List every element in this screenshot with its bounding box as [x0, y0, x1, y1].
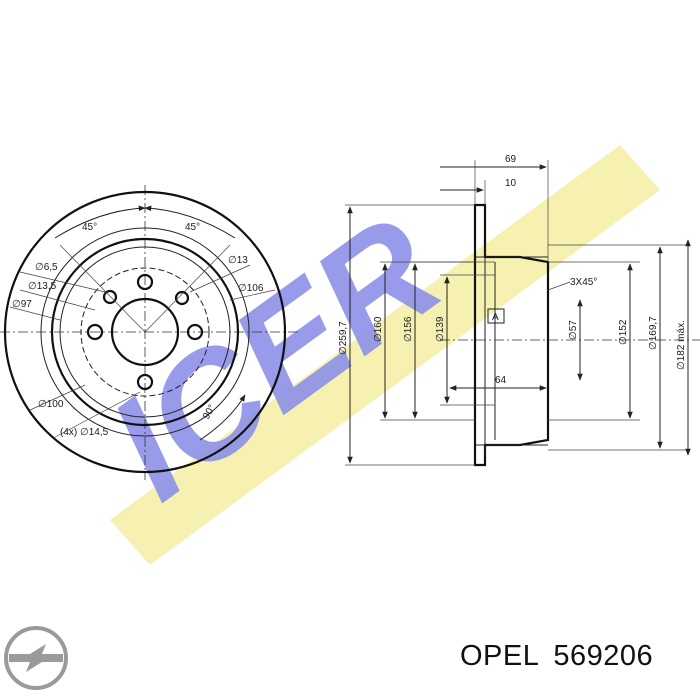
- front-view: 45° 45° 90° ∅6,5 ∅13,5 ∅97 ∅13 ∅106 ∅100…: [0, 185, 300, 480]
- center-bore-circle: [110, 297, 180, 367]
- bolt-holes: [86, 273, 204, 391]
- width-64-label: 64: [495, 375, 507, 386]
- dia-13-5-label: ∅13,5: [28, 281, 57, 292]
- width-10-label: 10: [505, 178, 517, 189]
- part-caption: OPEL 569206: [460, 640, 667, 673]
- dia-57-label: ∅57: [568, 320, 579, 340]
- icer-watermark: ICER: [80, 145, 660, 565]
- dia-259-7-label: ∅259,7: [338, 321, 349, 355]
- friction-ring-circle: [40, 227, 250, 437]
- width-69-label: 69: [505, 154, 517, 165]
- make-label: OPEL: [460, 640, 540, 672]
- disc-profile: [473, 203, 550, 467]
- watermark-text: ICER: [80, 184, 469, 531]
- dia-100-label: ∅100: [38, 399, 64, 410]
- chamfer-label: 3X45°: [570, 277, 597, 288]
- dia-169-7-label: ∅169,7: [648, 316, 659, 350]
- side-view: 69 10 64 3X45° A ∅259,7 ∅160 ∅156 ∅139 ∅…: [338, 154, 700, 467]
- dia-152-label: ∅152: [618, 319, 629, 345]
- dia-156-label: ∅156: [403, 316, 414, 342]
- angle-left-label: 45°: [82, 222, 97, 233]
- dia-182-label: ∅182 máx.: [676, 320, 687, 370]
- dia-6-5-label: ∅6,5: [35, 262, 58, 273]
- dia-106-label: ∅106: [238, 283, 264, 294]
- datum-label: A: [492, 312, 499, 323]
- holes-label: (4x) ∅14,5: [60, 427, 109, 438]
- datum-box: [487, 308, 505, 324]
- disc-outer-circle: [3, 190, 287, 474]
- opel-logo-icon: [4, 626, 68, 690]
- dia-97-label: ∅97: [12, 299, 32, 310]
- dia-13-label: ∅13: [228, 255, 248, 266]
- angle-right-label: 45°: [185, 222, 200, 233]
- dia-160-label: ∅160: [373, 316, 384, 342]
- part-number-label: 569206: [553, 640, 654, 672]
- hub-outer-circle: [50, 237, 240, 427]
- dia-139-label: ∅139: [435, 316, 446, 342]
